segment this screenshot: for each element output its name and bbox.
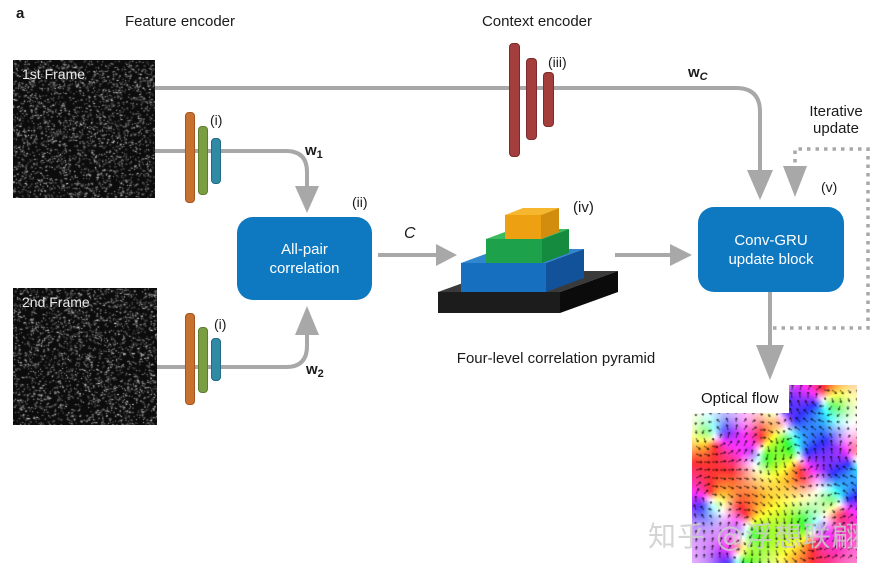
wc-base: w: [688, 64, 700, 81]
context-encoder-bar-3: [543, 72, 554, 127]
arrowheads: [295, 166, 807, 380]
panel-label-a: a: [16, 5, 25, 22]
annotation-i-top: (i): [210, 112, 223, 128]
w1-subscript: 1: [316, 149, 323, 161]
annotation-i-bottom: (i): [214, 316, 227, 332]
feature-encoder-bar-teal-1: [211, 138, 221, 184]
pyramid-caption: Four-level correlation pyramid: [456, 350, 656, 367]
first-frame-image: [13, 60, 155, 198]
conv-gru-update-block: Conv-GRU update block: [698, 207, 844, 292]
feature-encoder-bar-orange-2: [185, 313, 195, 405]
c-arrowhead: [436, 244, 457, 266]
w1-base: w: [305, 142, 317, 159]
annotation-v: (v): [821, 179, 838, 195]
context-encoder-bar-2: [526, 58, 537, 140]
feature-encoder-heading: Feature encoder: [124, 13, 236, 30]
context-encoder-bar-1: [509, 43, 520, 157]
watermark-text: 知乎 @浮想联翩: [648, 520, 861, 553]
gru-to-flow-arrowhead: [756, 345, 784, 380]
pyramid-to-gru-arrowhead: [670, 244, 692, 266]
w1-label: w1: [305, 142, 323, 161]
first-frame-label: 1st Frame: [22, 66, 86, 82]
all-pair-line2: correlation: [269, 259, 340, 277]
w2-subscript: 2: [317, 368, 324, 380]
feature-encoder-bar-green-1: [198, 126, 208, 195]
iterative-loop-arrowhead: [783, 166, 807, 197]
correlation-pyramid-graphic: [438, 208, 618, 313]
feature-encoder-bar-teal-2: [211, 338, 221, 381]
pyramid-level-yellow: [505, 208, 559, 239]
wc-arrowhead: [747, 170, 773, 200]
w2-label: w2: [306, 361, 324, 380]
iterative-loop-dashed-line: [773, 147, 870, 330]
feature-encoder-bar-green-2: [198, 327, 208, 393]
w2-base: w: [306, 361, 318, 378]
connector-lines: [155, 86, 772, 369]
w1-arrowhead: [295, 186, 319, 213]
w2-arrowhead: [295, 306, 319, 335]
wc-connector-line: [155, 86, 762, 172]
annotation-iv: (iv): [573, 199, 594, 216]
wc-label: wC: [688, 64, 708, 83]
all-pair-correlation-block: All-pair correlation: [237, 217, 372, 300]
w2-connector-line: [157, 333, 309, 369]
all-pair-line1: All-pair: [281, 240, 328, 258]
iterative-update-label: Iterative update: [792, 103, 880, 137]
context-encoder-heading: Context encoder: [481, 13, 593, 30]
conv-gru-line1: Conv-GRU: [734, 231, 808, 249]
c-variable-label: C: [404, 225, 416, 242]
wc-subscript: C: [699, 71, 708, 83]
optical-flow-image: [692, 385, 857, 563]
conv-gru-line2: update block: [728, 250, 814, 268]
iterative-line2: update: [813, 120, 859, 137]
second-frame-label: 2nd Frame: [22, 294, 90, 310]
iterative-line1: Iterative: [809, 103, 863, 120]
feature-encoder-bar-orange-1: [185, 112, 195, 203]
annotation-iii: (iii): [548, 54, 567, 70]
w1-connector-line: [155, 149, 309, 188]
annotation-ii: (ii): [352, 194, 368, 210]
second-frame-image: [13, 288, 157, 425]
optical-flow-label: Optical flow: [692, 385, 789, 413]
